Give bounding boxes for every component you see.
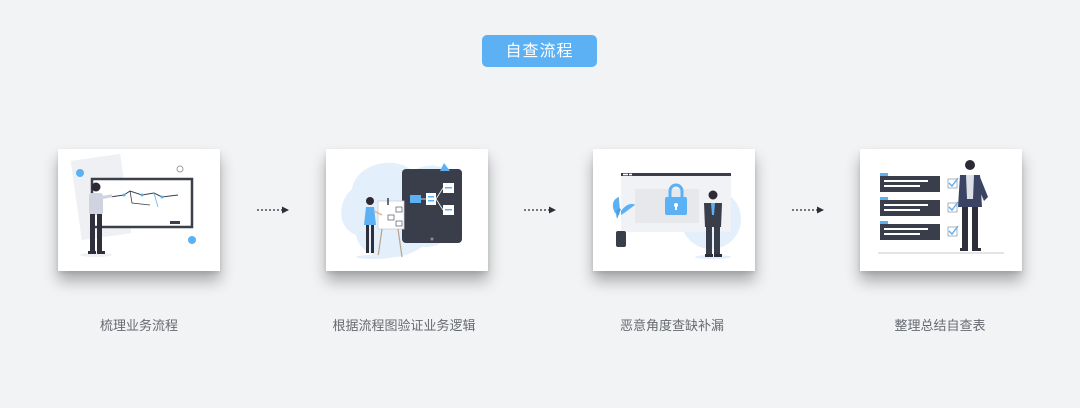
checklist-illustration: [878, 160, 1004, 254]
step-card-3: [593, 149, 755, 271]
step-label-2: 根据流程图验证业务逻辑: [332, 319, 476, 334]
arrow-icon: [257, 206, 289, 214]
arrow-icon: [524, 206, 556, 214]
step-card-1: [58, 149, 220, 271]
step-label-1: 梳理业务流程: [99, 319, 178, 334]
lock-screen-illustration: [612, 173, 741, 259]
whiteboard-illustration: [70, 153, 196, 257]
step-label-3: 恶意角度查缺补漏: [619, 319, 724, 334]
arrow-icon: [792, 206, 824, 214]
step-label-4: 整理总结自查表: [894, 319, 986, 334]
step-card-4: [860, 149, 1022, 271]
flowchart-illustration: [341, 162, 462, 259]
step-card-2: [326, 149, 488, 271]
process-title: 自查流程: [482, 35, 597, 67]
